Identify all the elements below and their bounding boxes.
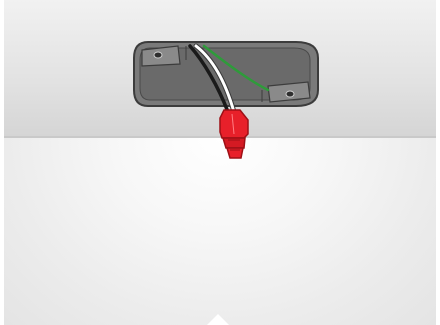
frame-left — [0, 0, 4, 325]
wall-panel — [4, 138, 436, 325]
wire-bundle — [188, 43, 270, 115]
wire-connector-icon — [219, 109, 249, 159]
pointer-notch-icon — [207, 314, 229, 325]
black-wire — [188, 44, 230, 114]
white-wire — [194, 44, 236, 114]
frame-right — [436, 0, 440, 325]
junction-box-icon — [133, 41, 319, 107]
green-wire — [202, 44, 270, 92]
ceiling-edge — [4, 136, 436, 138]
